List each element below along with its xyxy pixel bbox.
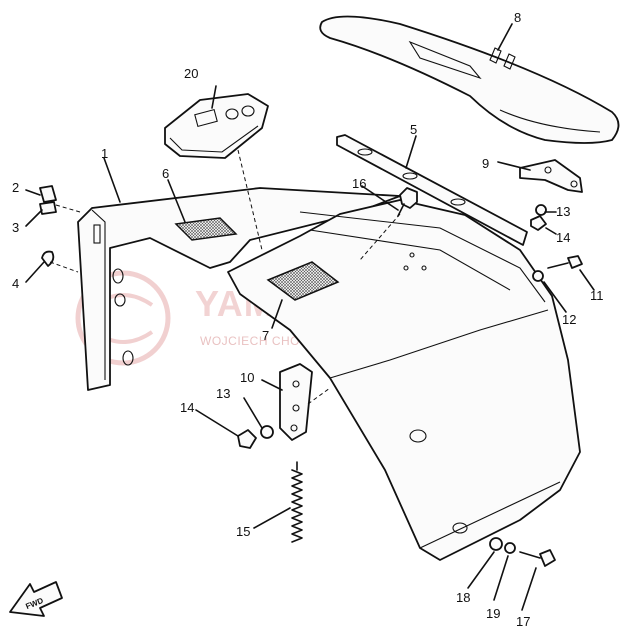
callout-2: 2 <box>12 180 19 195</box>
part-18-washer <box>489 537 503 551</box>
part-16-screw <box>397 187 418 217</box>
callout-14-upper: 14 <box>556 230 570 245</box>
callout-19: 19 <box>486 606 500 621</box>
callout-15: 15 <box>236 524 250 539</box>
part-14-nut-lower <box>237 429 257 449</box>
callout-7: 7 <box>262 328 269 343</box>
part-12-washer <box>532 270 544 282</box>
callout-6: 6 <box>162 166 169 181</box>
part-6-reflector-pad <box>174 217 238 241</box>
part-10-plate <box>279 363 313 441</box>
callout-18: 18 <box>456 590 470 605</box>
part-1-side-cover <box>77 187 401 391</box>
part-13-nut-upper <box>535 204 547 216</box>
callout-12: 12 <box>562 312 576 327</box>
callout-13-upper: 13 <box>556 204 570 219</box>
callout-1: 1 <box>101 146 108 161</box>
callout-3: 3 <box>12 220 19 235</box>
part-9-hinge <box>519 159 583 193</box>
callout-10: 10 <box>240 370 254 385</box>
part-14-nut-upper <box>530 215 547 231</box>
part-8-cover <box>319 15 620 144</box>
callout-labels: 1 2 3 4 5 6 7 8 9 10 11 12 13 14 13 14 1… <box>12 10 604 629</box>
part-5-strip <box>336 134 528 246</box>
callout-11: 11 <box>590 288 604 303</box>
callout-13-lower: 13 <box>216 386 230 401</box>
part-15-spring <box>291 461 303 543</box>
callout-20: 20 <box>184 66 198 81</box>
callout-17: 17 <box>516 614 530 629</box>
part-2-clip <box>39 185 57 203</box>
callout-4: 4 <box>12 276 19 291</box>
callout-8: 8 <box>514 10 521 25</box>
part-4-grommet <box>41 250 55 267</box>
part-7-reflector-pad <box>266 261 340 301</box>
callout-16: 16 <box>352 176 366 191</box>
part-11-bolt <box>547 255 583 269</box>
part-19-washer <box>504 542 516 554</box>
callout-14-lower: 14 <box>180 400 194 415</box>
part-13-washer-lower <box>260 425 274 439</box>
part-3-clip <box>39 201 57 215</box>
callout-5: 5 <box>410 122 417 137</box>
callout-9: 9 <box>482 156 489 171</box>
part-17-bolt <box>519 549 556 567</box>
part-20-grommet <box>164 93 269 159</box>
leader-lines <box>25 23 595 611</box>
forward-arrow-icon: FWD <box>9 581 63 617</box>
